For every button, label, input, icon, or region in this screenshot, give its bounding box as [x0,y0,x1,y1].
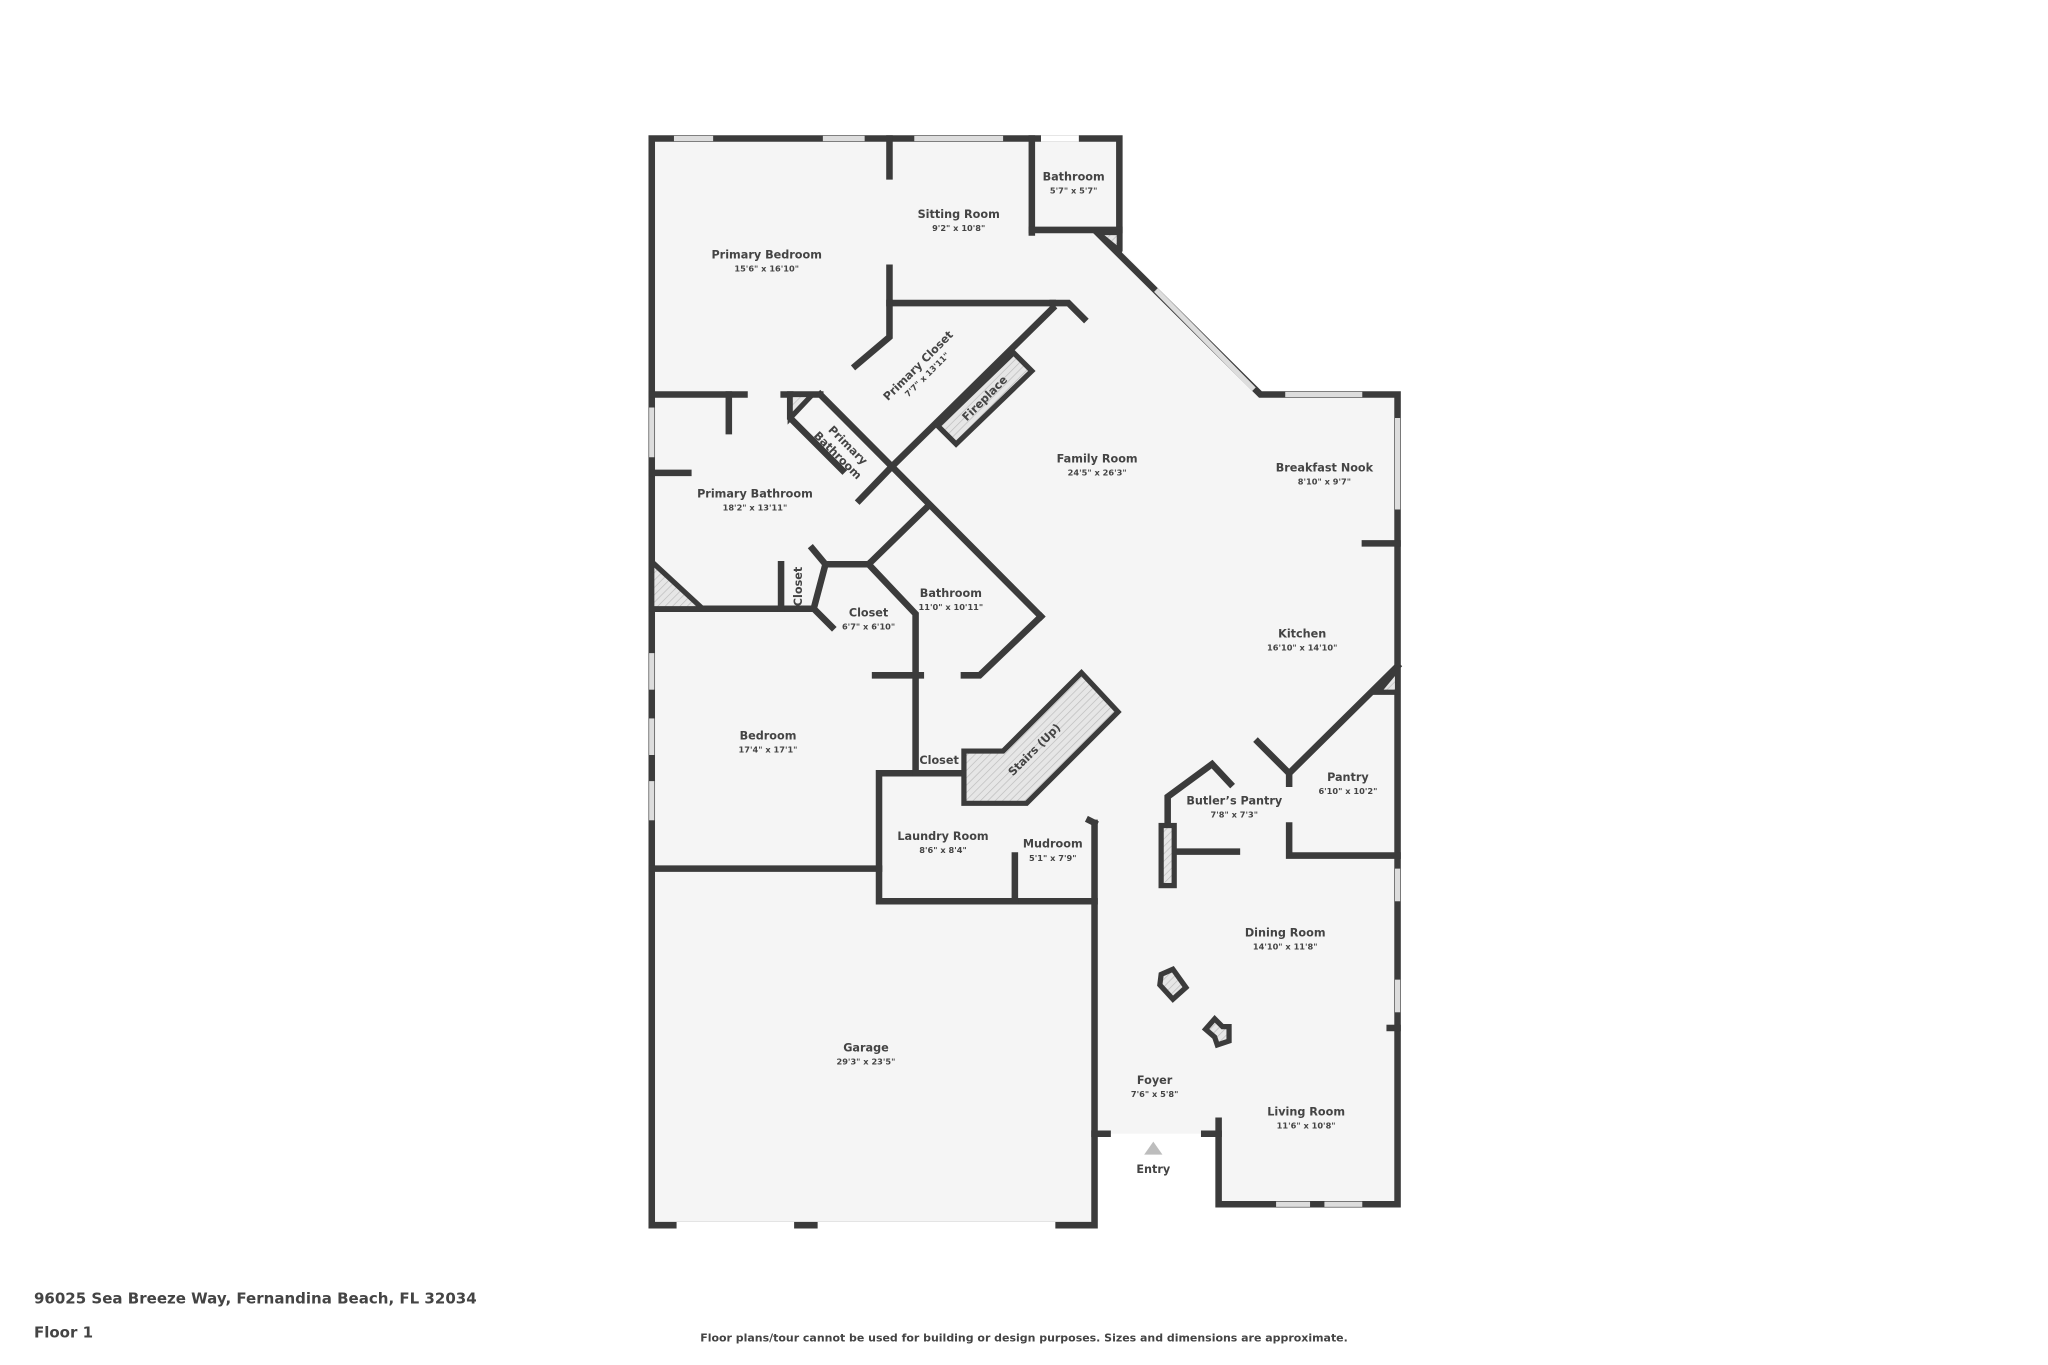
entry-arrow-icon [1144,1141,1163,1155]
room-name: Bedroom [740,729,797,742]
room-name: Sitting Room [918,208,1000,221]
room-name: Kitchen [1278,627,1326,640]
room-dims: 16'10" x 14'10" [1267,643,1337,653]
room-name: Bathroom [920,587,982,600]
room-dims: 11'6" x 10'8" [1277,1121,1336,1131]
room-name: Closet [849,607,889,620]
room-name: Family Room [1057,452,1138,465]
fireplace [934,349,1036,448]
room-dims: 9'2" x 10'8" [932,223,985,233]
address: 96025 Sea Breeze Way, Fernandina Beach, … [34,1290,477,1308]
room-dims: 15'6" x 16'10" [734,264,799,274]
room-name: Breakfast Nook [1276,462,1374,475]
room-name: Closet [792,566,805,606]
room-dims: 24'5" x 26'3" [1068,467,1127,477]
room-name: Mudroom [1023,838,1083,851]
room-name: Garage [843,1041,889,1054]
room-dims: 11'0" x 10'11" [919,602,984,612]
room-name: Foyer [1137,1074,1173,1087]
floor-label: Floor 1 [34,1324,93,1342]
room-dims: 7'6" x 5'8" [1131,1089,1179,1099]
room-dims: 8'10" x 9'7" [1298,477,1351,487]
room-name: Primary Bedroom [711,249,821,262]
room-name: Living Room [1267,1105,1345,1118]
room-dims: 29'3" x 23'5" [836,1057,895,1067]
entry-label: Entry [1136,1163,1171,1176]
room-dims: 7'8" x 7'3" [1211,810,1259,820]
disclaimer: Floor plans/tour cannot be used for buil… [700,1331,1348,1344]
room-name: Pantry [1327,771,1369,784]
room-name: Closet [919,754,959,767]
room-dims: 5'7" x 5'7" [1050,185,1098,195]
room-dims: 14'10" x 11'8" [1253,942,1318,952]
room-dims: 6'10" x 10'2" [1318,786,1377,796]
windows [649,135,1401,1229]
room-dims: 5'1" x 7'9" [1029,853,1077,863]
stairs [961,668,1122,806]
room-dims: 17'4" x 17'1" [739,744,798,754]
room-name: Primary Bathroom [697,488,813,501]
room-name: Butler’s Pantry [1186,795,1283,808]
room-name: Laundry Room [897,830,988,843]
room-name: Dining Room [1245,927,1326,940]
room-dims: 8'6" x 8'4" [919,845,967,855]
room-name: Bathroom [1043,170,1105,183]
fixtures [649,229,1401,1049]
room-dims: 6'7" x 6'10" [842,622,895,632]
room-dims: 18'2" x 13'11" [723,503,788,513]
